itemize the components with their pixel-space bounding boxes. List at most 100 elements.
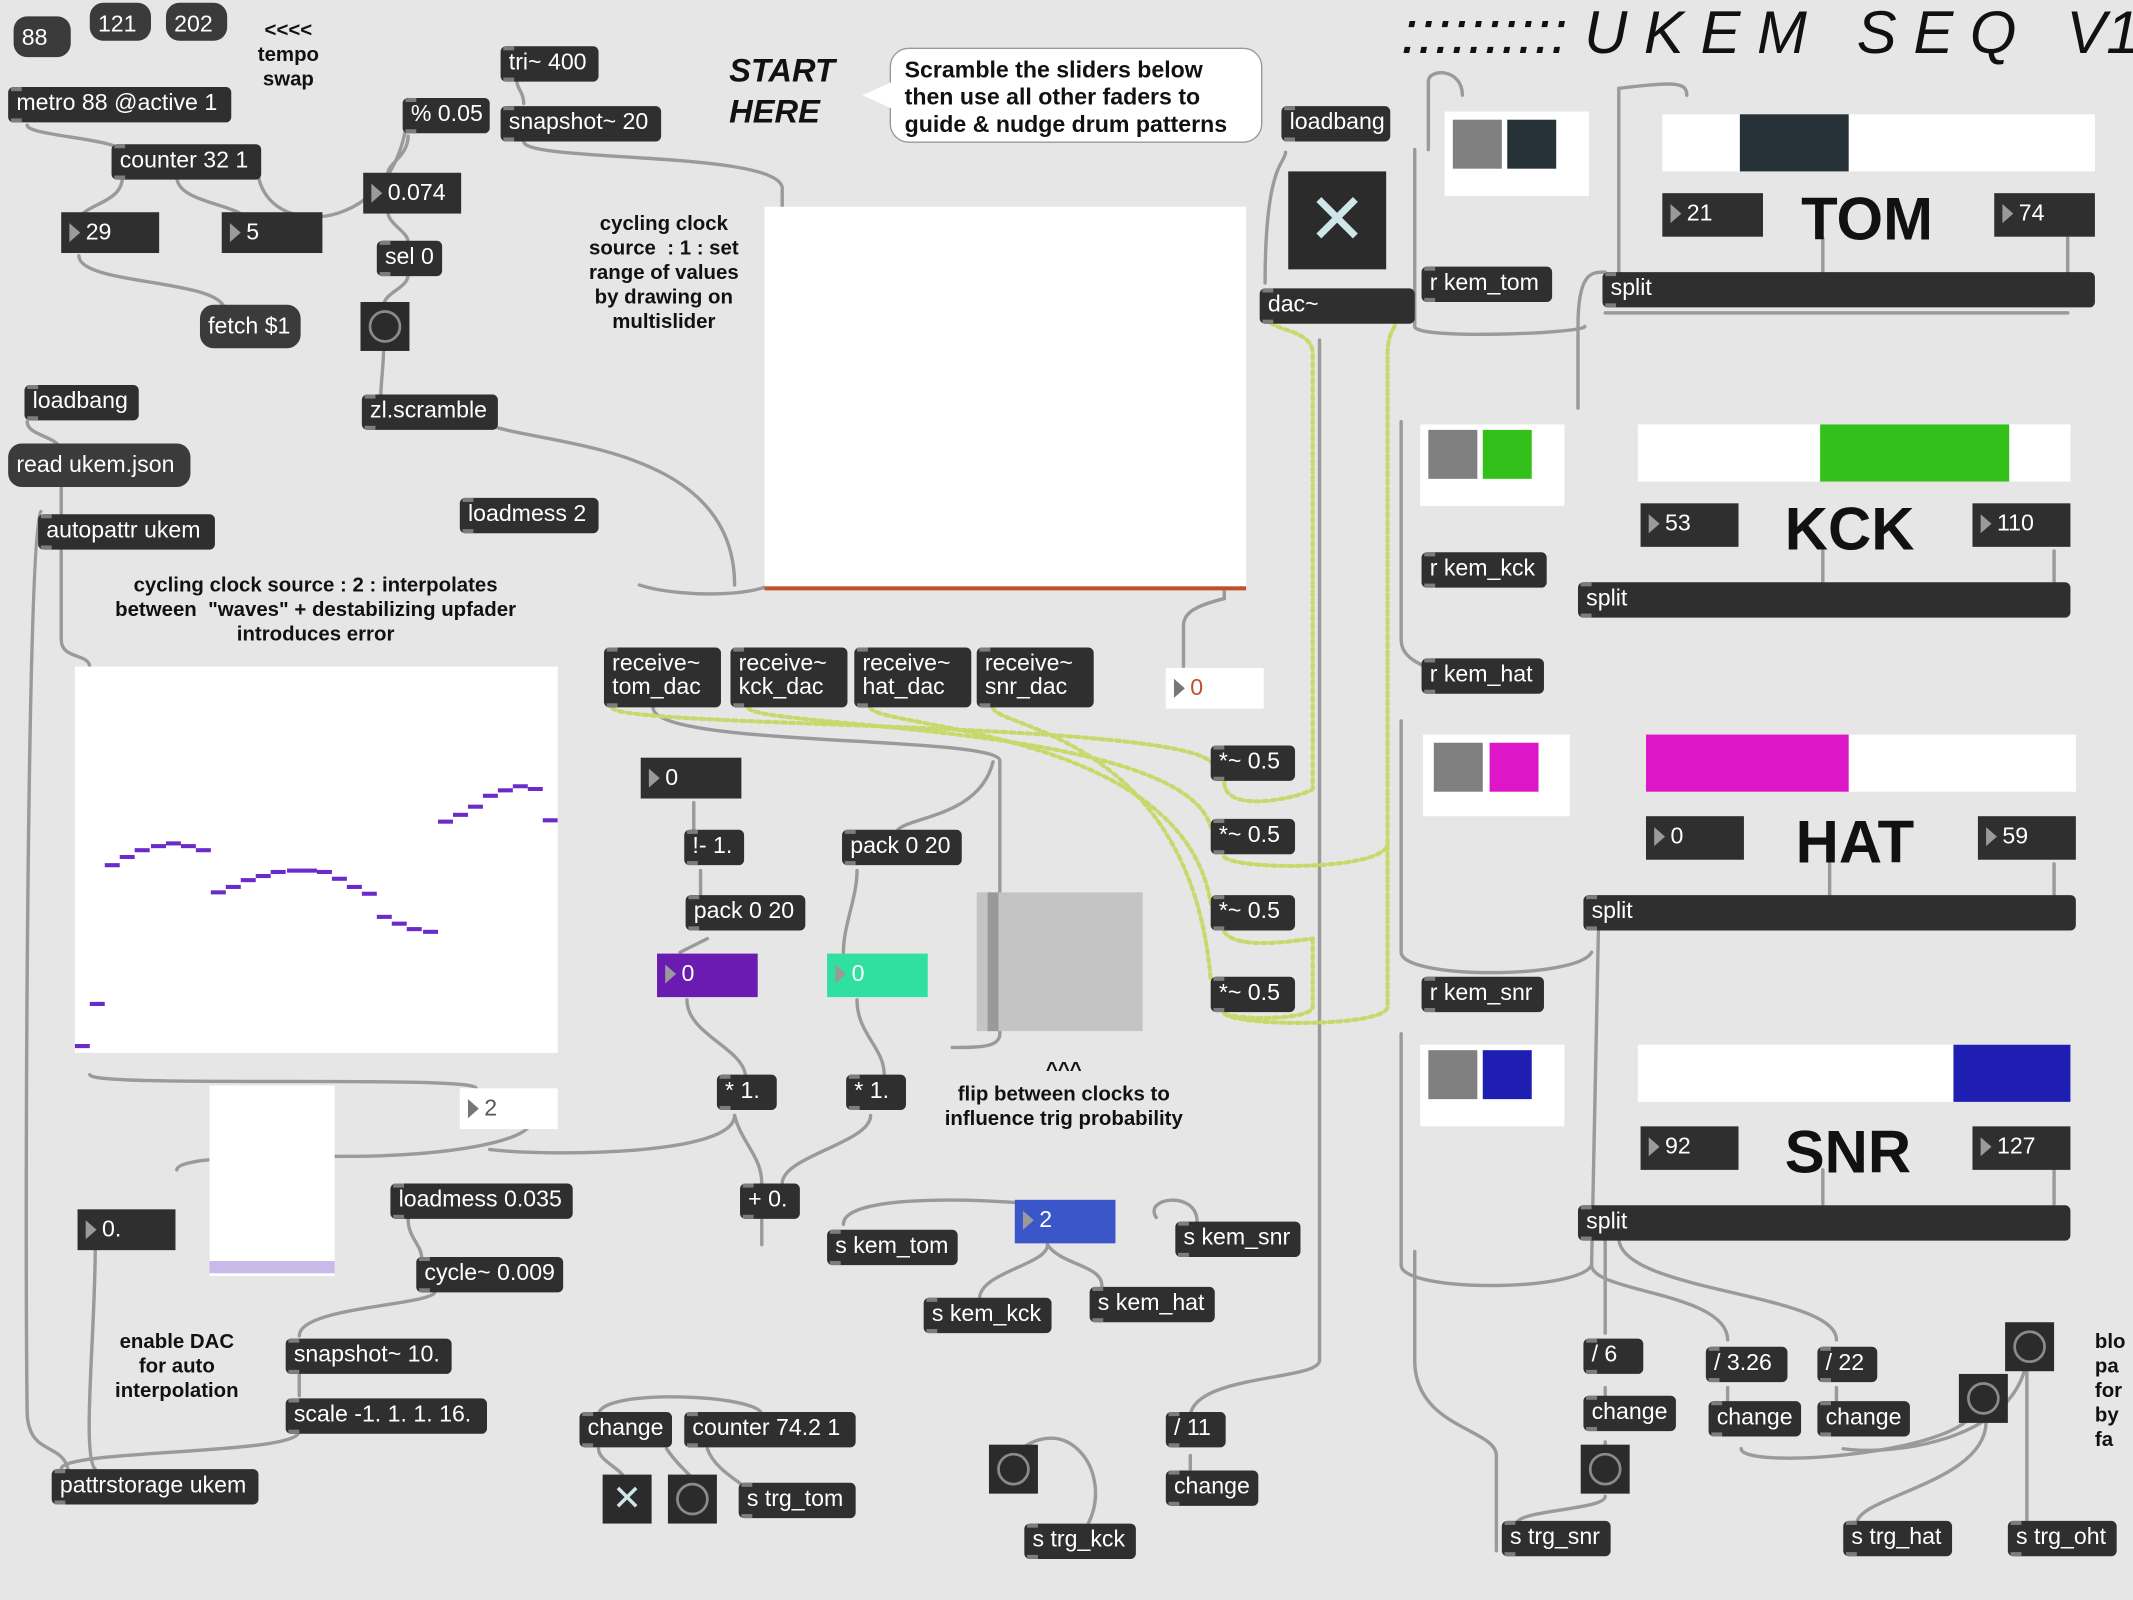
kck-high-number[interactable]: 110 (1972, 503, 2071, 547)
change-object-3[interactable]: change (1583, 1395, 1676, 1432)
number-box-blue[interactable]: 2 (1014, 1199, 1116, 1244)
number-box-purple[interactable]: 0 (657, 953, 758, 998)
receive-kck-dac[interactable]: receive~ kck_dac (730, 647, 848, 708)
multiply-b-object[interactable]: * 1. (846, 1074, 906, 1111)
tempo-preset-button-121[interactable]: 121 (89, 2, 151, 41)
number-box-0-mid[interactable]: 0 (640, 757, 742, 799)
number-box-teal[interactable]: 0 (827, 953, 928, 998)
not-minus-object[interactable]: !- 1. (684, 829, 745, 866)
hat-range-slider[interactable] (1645, 734, 2076, 792)
receive-snr-dac[interactable]: receive~ snr_dac (976, 647, 1094, 708)
cycle-object[interactable]: cycle~ 0.009 (416, 1256, 564, 1293)
hat-high-number[interactable]: 59 (1977, 816, 2076, 860)
hat-swatch-color[interactable] (1489, 742, 1539, 792)
snapshot-20-object[interactable]: snapshot~ 20 (500, 106, 662, 142)
send-kem-snr[interactable]: s kem_snr (1175, 1221, 1301, 1257)
snr-swatch-color[interactable] (1482, 1050, 1532, 1100)
tempo-preset-button-202[interactable]: 202 (165, 2, 228, 41)
upfader-slider[interactable] (209, 1085, 335, 1276)
tom-low-number[interactable]: 21 (1662, 193, 1763, 237)
snr-split-object[interactable]: split (1577, 1205, 2071, 1241)
change-object-2[interactable]: change (1165, 1470, 1259, 1506)
receive-kem-kck[interactable]: r kem_kck (1421, 552, 1547, 588)
dac-object[interactable]: dac~ (1259, 288, 1415, 324)
send-trg-tom[interactable]: s trg_tom (738, 1482, 856, 1519)
receive-tom-dac[interactable]: receive~ tom_dac (603, 647, 721, 708)
send-trg-oht[interactable]: s trg_oht (2007, 1520, 2117, 1557)
kck-split-object[interactable]: split (1577, 582, 2071, 618)
multiply-a-object[interactable]: * 1. (716, 1074, 777, 1111)
read-json-message[interactable]: read ukem.json (8, 443, 191, 487)
x-toggle-icon[interactable]: ✕ (602, 1474, 652, 1524)
add-object[interactable]: + 0. (740, 1183, 800, 1219)
send-kem-tom[interactable]: s kem_tom (827, 1229, 958, 1266)
tom-swatch-color[interactable] (1507, 119, 1557, 169)
crossfade-slider[interactable] (976, 892, 1143, 1032)
number-box-2-white[interactable]: 2 (459, 1088, 558, 1130)
snr-high-number[interactable]: 127 (1972, 1126, 2071, 1170)
tri-oscillator-object[interactable]: tri~ 400 (500, 46, 599, 82)
counter-742-object[interactable]: counter 74.2 1 (684, 1412, 856, 1448)
autopattr-object[interactable]: autopattr ukem (38, 514, 215, 550)
divide-22-object[interactable]: / 22 (1817, 1346, 1878, 1383)
send-trg-snr[interactable]: s trg_snr (1501, 1520, 1611, 1557)
bang-button[interactable] (2005, 1322, 2055, 1372)
gain-multiplier-4[interactable]: *~ 0.5 (1210, 976, 1296, 1013)
counter-32-object[interactable]: counter 32 1 (111, 144, 262, 180)
kck-swatch-color[interactable] (1482, 429, 1532, 479)
divide-326-object[interactable]: / 3.26 (1705, 1346, 1788, 1383)
bang-button[interactable] (360, 301, 410, 351)
kck-range-slider[interactable] (1637, 424, 2071, 482)
receive-kem-tom[interactable]: r kem_tom (1421, 266, 1553, 302)
fetch-message[interactable]: fetch $1 (199, 304, 301, 349)
bang-button[interactable] (667, 1474, 717, 1524)
receive-kem-hat[interactable]: r kem_hat (1421, 658, 1544, 694)
change-object-5[interactable]: change (1817, 1401, 1910, 1437)
snapshot-10-object[interactable]: snapshot~ 10. (285, 1338, 452, 1374)
hat-swatch-grey[interactable] (1433, 742, 1483, 792)
receive-kem-snr[interactable]: r kem_snr (1421, 976, 1544, 1013)
number-box-29[interactable]: 29 (61, 212, 160, 254)
receive-hat-dac[interactable]: receive~ hat_dac (854, 647, 972, 708)
tempo-preset-button-88[interactable]: 88 (13, 16, 71, 58)
send-trg-kck[interactable]: s trg_kck (1024, 1523, 1136, 1559)
snr-low-number[interactable]: 92 (1640, 1126, 1739, 1170)
kck-low-number[interactable]: 53 (1640, 503, 1739, 547)
loadbang-top-object[interactable]: loadbang (1281, 106, 1391, 142)
metro-object[interactable]: metro 88 @active 1 (8, 87, 232, 123)
number-box-0074[interactable]: 0.074 (363, 172, 462, 214)
hat-split-object[interactable]: split (1583, 895, 2076, 931)
gain-multiplier-1[interactable]: *~ 0.5 (1210, 745, 1296, 781)
bang-button[interactable] (1958, 1373, 2008, 1423)
multislider-clock-1[interactable] (764, 206, 1247, 591)
change-object-1[interactable]: change (579, 1412, 673, 1448)
tom-swatch-grey[interactable] (1452, 119, 1502, 169)
number-box-float[interactable]: 0. (77, 1209, 176, 1251)
loadmess-2-object[interactable]: loadmess 2 (459, 497, 599, 534)
tom-range-slider[interactable] (1662, 114, 2095, 172)
send-trg-hat[interactable]: s trg_hat (1843, 1520, 1953, 1557)
multislider-clock-2[interactable] (74, 666, 558, 1053)
modulo-object[interactable]: % 0.05 (402, 97, 490, 134)
pack-a-object[interactable]: pack 0 20 (685, 895, 806, 931)
divide-11-object[interactable]: / 11 (1165, 1412, 1226, 1448)
send-kem-kck[interactable]: s kem_kck (923, 1297, 1052, 1334)
loadbang-left-object[interactable]: loadbang (24, 384, 139, 421)
hat-low-number[interactable]: 0 (1645, 816, 1744, 860)
tom-high-number[interactable]: 74 (1994, 193, 2095, 237)
change-object-4[interactable]: change (1708, 1401, 1802, 1437)
loadmess-0035-object[interactable]: loadmess 0.035 (390, 1183, 573, 1219)
gain-multiplier-3[interactable]: *~ 0.5 (1210, 895, 1296, 931)
scale-object[interactable]: scale -1. 1. 1. 16. (285, 1398, 487, 1434)
bang-button[interactable] (1580, 1444, 1630, 1494)
pack-b-object[interactable]: pack 0 20 (842, 829, 962, 866)
divide-6-object[interactable]: / 6 (1583, 1338, 1644, 1374)
zl-scramble-object[interactable]: zl.scramble (361, 394, 498, 430)
snr-range-slider[interactable] (1637, 1044, 2071, 1102)
tom-split-object[interactable]: split (1602, 272, 2095, 308)
gain-multiplier-2[interactable]: *~ 0.5 (1210, 818, 1296, 855)
kck-swatch-grey[interactable] (1428, 429, 1478, 479)
send-kem-hat[interactable]: s kem_hat (1089, 1286, 1215, 1323)
dac-toggle-x-icon[interactable]: ✕ (1288, 171, 1387, 270)
